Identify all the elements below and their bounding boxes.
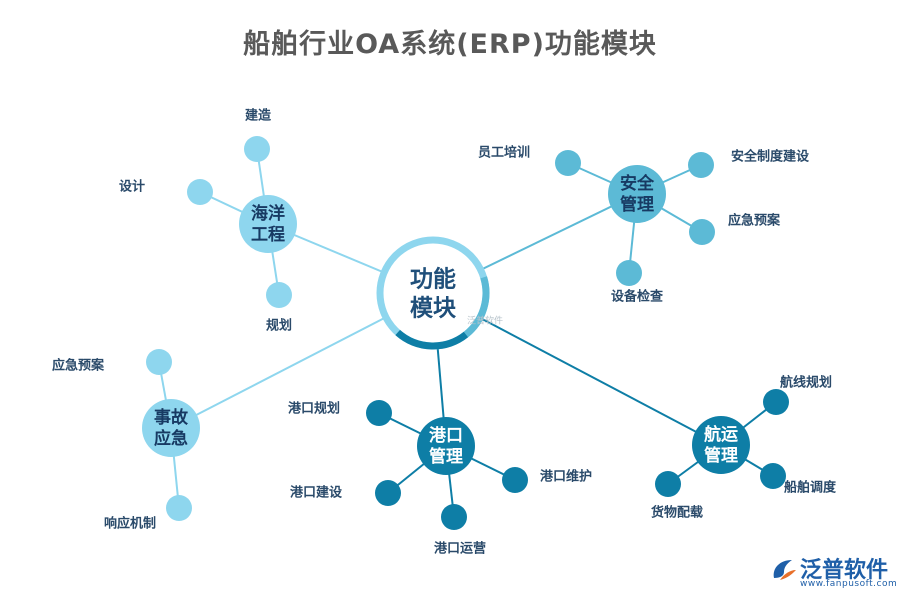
leaf-node-dot: [146, 349, 172, 375]
center-ring-arc: [463, 276, 490, 338]
leaf-label: 港口规划: [288, 401, 340, 417]
leaf-label: 航线规划: [780, 375, 832, 391]
center-ring-arc: [395, 329, 469, 350]
module-label-line1: 海洋: [251, 203, 285, 224]
leaf-label: 规划: [266, 318, 292, 334]
leaf-label: 响应机制: [104, 516, 156, 532]
logo-name: 泛普软件: [800, 558, 889, 583]
leaf-label: 港口维护: [540, 469, 592, 485]
leaf-node-dot: [266, 282, 292, 308]
leaf-label: 安全制度建设: [731, 149, 810, 165]
brand-logo: 泛普软件 www.fanpusoft.com: [766, 548, 898, 592]
central-node: 功能模块泛普软件: [376, 236, 503, 350]
leaf-node-dot: [441, 504, 467, 530]
leaf-label: 应急预案: [52, 358, 105, 374]
module-node: [239, 195, 297, 253]
watermark-text: 泛普软件: [467, 315, 503, 327]
module-label-line1: 安全: [620, 173, 655, 194]
module-label-line2: 应急: [154, 428, 188, 449]
module-label-line1: 港口: [429, 425, 463, 446]
mind-map-nodes: 建造设计规划海洋工程员工培训安全制度建设应急预案设备检查安全管理应急预案响应机制…: [52, 108, 837, 557]
module-label-line2: 管理: [429, 446, 463, 467]
module-node: [608, 165, 666, 223]
leaf-node-dot: [616, 260, 642, 286]
leaf-node-dot: [655, 471, 681, 497]
center-label-line2: 模块: [410, 296, 456, 322]
leaf-node-dot: [244, 136, 270, 162]
module-node: [692, 416, 750, 474]
leaf-label: 设备检查: [611, 289, 664, 305]
leaf-label: 货物配载: [651, 505, 703, 521]
leaf-label: 船舶调度: [784, 480, 837, 496]
leaf-label: 员工培训: [478, 145, 530, 161]
leaf-node-dot: [688, 152, 714, 178]
module-label-line1: 航运: [704, 424, 738, 445]
leaf-node-dot: [375, 480, 401, 506]
leaf-node-dot: [366, 400, 392, 426]
leaf-node-dot: [555, 150, 581, 176]
center-label-line1: 功能: [410, 266, 456, 293]
leaf-node-dot: [502, 467, 528, 493]
logo-url: www.fanpusoft.com: [800, 579, 898, 589]
module-label-line2: 管理: [620, 194, 654, 215]
leaf-node-dot: [760, 463, 786, 489]
leaf-node-dot: [689, 219, 715, 245]
leaf-label: 港口建设: [290, 485, 343, 501]
leaf-label: 应急预案: [728, 213, 781, 229]
leaf-label: 建造: [245, 108, 272, 124]
leaf-label: 港口运营: [434, 541, 486, 557]
module-label-line2: 管理: [704, 445, 738, 466]
logo-icon: [773, 560, 796, 580]
module-node: [142, 399, 200, 457]
leaf-label: 设计: [119, 179, 145, 195]
page-title: 船舶行业OA系统(ERP)功能模块: [243, 29, 657, 60]
module-node: [417, 417, 475, 475]
module-label-line1: 事故: [154, 407, 189, 428]
leaf-node-dot: [187, 179, 213, 205]
leaf-node-dot: [166, 495, 192, 521]
module-label-line2: 工程: [251, 225, 285, 245]
leaf-node-dot: [763, 389, 789, 415]
center-disc: [388, 248, 478, 338]
